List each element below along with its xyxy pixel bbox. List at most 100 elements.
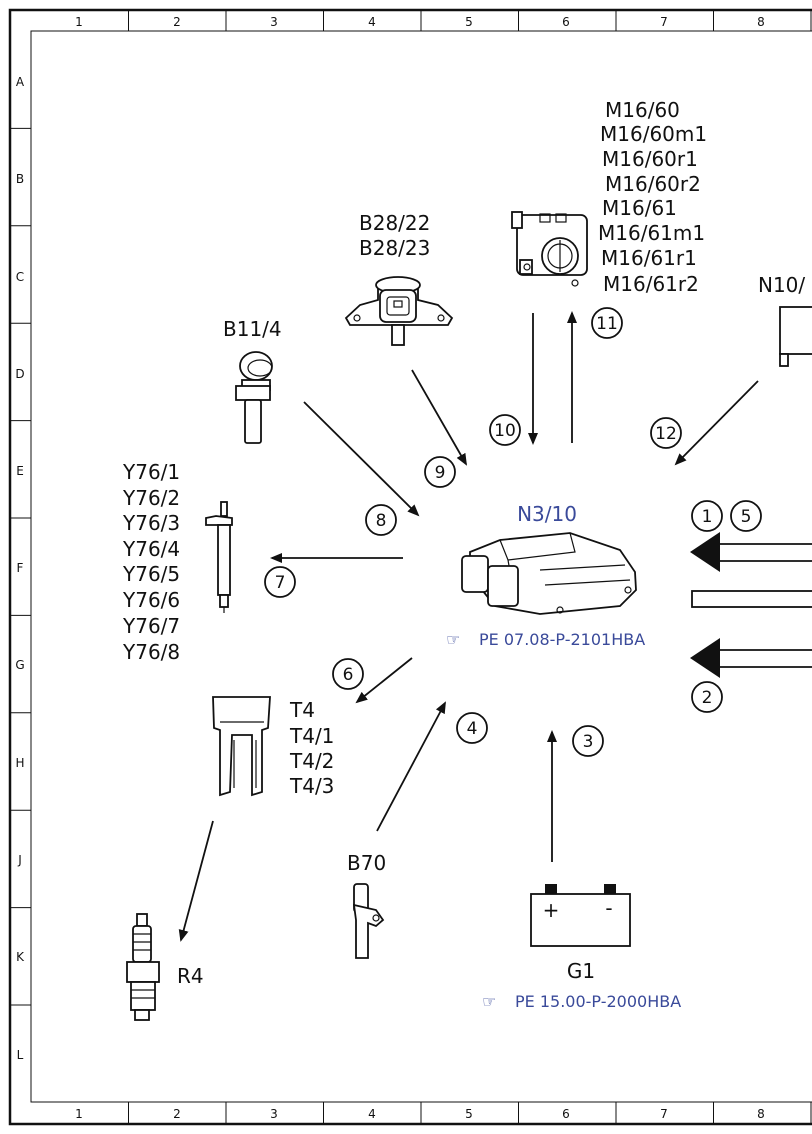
svg-text:7: 7 <box>275 573 286 593</box>
grid-col-2: 2 <box>173 15 181 29</box>
grid-row-k: K <box>16 950 25 964</box>
grid-col-1: 1 <box>75 1107 83 1121</box>
grid-col-3: 3 <box>270 1107 278 1121</box>
battery-plus-sign: + <box>543 898 560 922</box>
crankshaft-sensor-icon <box>352 883 385 959</box>
control-unit-partial-icon <box>779 306 812 367</box>
y76-label: Y76/4 <box>122 537 180 561</box>
grid-rows: A B C D E F G H J K L <box>15 75 25 1062</box>
callout-8: 8 <box>365 504 397 536</box>
grid-col-7: 7 <box>660 1107 668 1121</box>
grid-row-j: J <box>17 853 22 867</box>
bus-line-bar <box>691 590 812 608</box>
grid-columns-top: 1 2 3 4 5 6 7 8 <box>75 15 765 29</box>
svg-text:5: 5 <box>741 507 752 527</box>
grid-row-b: B <box>16 172 24 186</box>
svg-text:12: 12 <box>655 424 677 444</box>
ecu-reference[interactable]: ☞ PE 07.08-P-2101HBA <box>446 630 645 649</box>
grid-col-8: 8 <box>757 15 765 29</box>
svg-text:10: 10 <box>494 421 516 441</box>
svg-text:4: 4 <box>467 719 478 739</box>
b28-label: B28/22 <box>359 211 430 235</box>
grid-col-2: 2 <box>173 1107 181 1121</box>
grid-col-5: 5 <box>465 1107 473 1121</box>
grid-row-e: E <box>16 464 24 478</box>
r4-label: R4 <box>177 964 204 988</box>
grid-col-4: 4 <box>368 15 376 29</box>
callout-3: 3 <box>572 725 604 757</box>
battery-icon: + - <box>530 884 631 947</box>
callout-1: 1 <box>691 500 723 532</box>
ecu-label: N3/10 <box>517 502 577 526</box>
spark-plug-icon <box>126 913 160 1021</box>
arrow-r4 <box>178 820 214 942</box>
m16-label: M16/60r2 <box>605 172 701 196</box>
m16-label: M16/60r1 <box>602 147 698 171</box>
b70-label: B70 <box>347 851 386 875</box>
battery-reference[interactable]: ☞ PE 15.00-P-2000HBA <box>482 992 681 1011</box>
grid-row-g: G <box>15 658 24 672</box>
grid-row-d: D <box>15 367 24 381</box>
svg-text:3: 3 <box>583 732 594 752</box>
grid-col-6: 6 <box>562 1107 570 1121</box>
arrow-8 <box>303 401 420 517</box>
m16-label: M16/61 <box>602 196 677 220</box>
m16-label: M16/60 <box>605 98 680 122</box>
svg-text:11: 11 <box>596 314 618 334</box>
b28-label: B28/23 <box>359 236 430 260</box>
battery-reference-link[interactable]: PE 15.00-P-2000HBA <box>515 992 681 1011</box>
callout-6: 6 <box>332 658 364 690</box>
input-arrow-upper <box>690 532 812 572</box>
arrow-9 <box>411 369 467 466</box>
svg-text:1: 1 <box>702 507 713 527</box>
t4-label: T4/1 <box>289 724 334 748</box>
m16-label: M16/61r2 <box>603 272 699 296</box>
svg-text:6: 6 <box>343 665 354 685</box>
injector-icon <box>205 501 233 613</box>
t4-label: T4/2 <box>289 749 334 773</box>
callout-9: 9 <box>424 456 456 488</box>
callout-10: 10 <box>489 414 521 446</box>
throttle-valve-icon <box>511 211 588 287</box>
g1-label: G1 <box>567 959 595 983</box>
y76-label-block: Y76/1 Y76/2 Y76/3 Y76/4 Y76/5 Y76/6 Y76/… <box>122 460 180 664</box>
y76-label: Y76/6 <box>122 588 180 612</box>
ecu-reference-link[interactable]: PE 07.08-P-2101HBA <box>479 630 645 649</box>
drawing-frame <box>8 8 812 1126</box>
grid-col-8: 8 <box>757 1107 765 1121</box>
pointing-hand-icon: ☞ <box>446 630 460 649</box>
grid-columns-bottom: 1 2 3 4 5 6 7 8 <box>75 1107 765 1121</box>
t4-label: T4 <box>289 698 315 722</box>
m16-label: M16/60m1 <box>600 122 707 146</box>
grid-row-f: F <box>17 561 24 575</box>
y76-label: Y76/1 <box>122 460 180 484</box>
pointing-hand-icon: ☞ <box>482 992 496 1011</box>
y76-label: Y76/2 <box>122 486 180 510</box>
t4-label: T4/3 <box>289 774 334 798</box>
arrow-6 <box>355 657 413 704</box>
b11-label: B11/4 <box>223 317 282 341</box>
callout-4: 4 <box>456 712 488 744</box>
arrow-12 <box>674 380 759 466</box>
svg-text:8: 8 <box>376 511 387 531</box>
engine-control-unit-icon <box>461 532 637 615</box>
coil-module-icon <box>212 696 271 797</box>
grid-col-6: 6 <box>562 15 570 29</box>
grid-row-a: A <box>16 75 25 89</box>
callout-11: 11 <box>591 307 623 339</box>
m16-label-block: M16/60 M16/60m1 M16/60r1 M16/60r2 M16/61… <box>598 98 707 296</box>
callout-7: 7 <box>264 566 296 598</box>
y76-label: Y76/8 <box>122 640 180 664</box>
y76-label: Y76/3 <box>122 511 180 535</box>
callout-5: 5 <box>730 500 762 532</box>
y76-label: Y76/7 <box>122 614 180 638</box>
svg-text:2: 2 <box>702 688 713 708</box>
arrow-4 <box>376 701 446 832</box>
grid-row-l: L <box>17 1048 24 1062</box>
y76-label: Y76/5 <box>122 562 180 586</box>
input-arrow-lower <box>690 638 812 678</box>
callout-2: 2 <box>691 681 723 713</box>
temperature-sensor-icon <box>235 351 273 444</box>
grid-row-h: H <box>15 756 24 770</box>
